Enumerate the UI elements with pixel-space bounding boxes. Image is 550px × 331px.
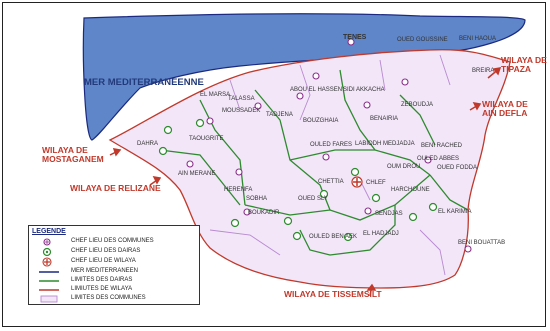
neighbor-tissemsilt: WILAYA DE TISSEMSILT	[284, 289, 382, 299]
commune-marker	[364, 207, 372, 215]
place-label: ABOU EL HASSEN	[290, 87, 343, 93]
daira-marker	[350, 167, 360, 177]
place-label: OULED FARES	[310, 142, 353, 148]
place-label: TAOUGRITE	[189, 136, 224, 142]
wilaya-capital-marker	[351, 176, 363, 188]
wilaya-symbol-icon	[42, 257, 52, 267]
legend-item: MER MEDITERRANEEN	[29, 267, 199, 277]
legend-title: LEGENDE	[32, 228, 66, 235]
neighbor-tipaza: WILAYA DE TIPAZA	[501, 55, 547, 74]
daira-marker	[283, 216, 293, 226]
legend-item-label: LIMITES DES COMMUNES	[71, 295, 146, 301]
place-label: EL MARSA	[200, 92, 231, 98]
commune-marker	[235, 168, 243, 176]
place-label: TADJENA	[266, 112, 293, 118]
commune-marker	[424, 156, 432, 164]
place-label: BENI RACHED	[421, 143, 463, 149]
daira-marker	[371, 193, 381, 203]
commune-marker	[186, 160, 194, 168]
legend-item: LIMIUTES DE WILAYA	[29, 285, 199, 295]
commune-marker	[312, 72, 320, 80]
daira-markers	[158, 118, 438, 242]
place-label: TENES	[343, 34, 367, 41]
daira-marker	[343, 232, 353, 242]
place-label: OULED ABBES	[417, 156, 460, 162]
sea-line-icon	[39, 271, 59, 273]
place-label: DAHRA	[137, 141, 159, 147]
commune-marker	[322, 153, 330, 161]
commune-marker	[347, 38, 355, 46]
commune-marker	[254, 102, 262, 110]
place-label: SENDJAS	[375, 211, 403, 217]
place-label: BOUKADIR	[248, 210, 280, 216]
commune-limits	[209, 54, 451, 276]
place-label: CHETTIA	[318, 179, 344, 185]
legend-item: LIMITES DES DAIRAS	[29, 276, 199, 286]
daira-marker	[408, 212, 418, 222]
commune-marker	[296, 92, 304, 100]
neighbor-mostaganem: WILAYA DE MOSTAGANEM	[42, 145, 104, 164]
daira-marker	[195, 118, 205, 128]
daira-marker	[158, 146, 168, 156]
place-label: BREIRA	[472, 68, 495, 74]
place-label: BOUZGHAIA	[303, 118, 339, 124]
legend-item-label: LIMIUTES DE WILAYA	[71, 286, 133, 292]
place-label: TALASSA	[228, 96, 255, 102]
place-label: SOBHA	[246, 196, 268, 202]
place-label: OUED FODDA	[437, 165, 478, 171]
sea-label: MER MEDITERRANEENNE	[84, 77, 204, 88]
place-label: SIDI AKKACHA	[343, 87, 385, 93]
place-label: ZEBOUDJA	[401, 102, 434, 108]
legend-item-label: LIMITES DES DAIRAS	[71, 277, 133, 283]
place-label: HARCHOUNE	[391, 187, 430, 193]
place-label: EL HADJADJ	[363, 231, 399, 237]
place-label: HERENFA	[224, 187, 253, 193]
daira-marker	[163, 125, 173, 135]
place-label: OULED BEN AEK	[309, 234, 358, 240]
legend-item-label: MER MEDITERRANEEN	[71, 268, 139, 274]
neighbor-relizane: WILAYA DE RELIZANE	[70, 183, 161, 193]
legend-item-label: CHEF LIEU DES COMMUNES	[71, 238, 154, 244]
wilaya-line-icon	[39, 289, 59, 291]
commune-marker	[464, 245, 472, 253]
legend-item: CHEF LIEU DES COMMUNES	[29, 237, 199, 247]
place-label: MOUSSADEK	[222, 108, 261, 114]
commune-markers	[186, 38, 472, 253]
legend-item: LIMITES DES COMMUNES	[29, 294, 199, 304]
place-label: AIN MERANE	[178, 171, 216, 177]
place-label: OUED SLY	[298, 196, 328, 202]
place-label: BENI BOUATTAB	[458, 240, 506, 246]
commune-marker	[363, 101, 371, 109]
commune-symbol-icon	[43, 238, 51, 246]
map-frame	[2, 2, 546, 327]
map-legend: LEGENDE CHEF LIEU DES COMMUNES CHEF LIEU…	[28, 225, 200, 305]
place-label: OUED GOUSSINE	[397, 37, 448, 43]
legend-item: CHEF LIEU DE WILAYA	[29, 257, 199, 267]
daira-limits	[159, 69, 469, 256]
neighbor-ain-defla: WILAYA DE AIN DEFLA	[482, 99, 528, 118]
wilaya-territory	[108, 49, 511, 289]
daira-marker	[319, 189, 329, 199]
place-label: BENAIRIA	[370, 116, 399, 122]
daira-line-icon	[39, 280, 59, 282]
place-label: EL KARIMIA	[438, 209, 472, 215]
commune-marker	[401, 78, 409, 86]
neighbor-arrows	[109, 67, 502, 297]
place-label: LABIODH MEDJADJA	[355, 141, 415, 147]
commune-marker	[206, 117, 214, 125]
commune-marker	[243, 208, 251, 216]
commune-line-icon	[40, 295, 58, 303]
place-label: CHLEF	[366, 180, 386, 186]
legend-item-label: CHEF LIEU DE WILAYA	[71, 258, 136, 264]
legend-item: CHEF LIEU DES DAIRAS	[29, 247, 199, 257]
daira-marker	[428, 202, 438, 212]
place-label: OUM DROU	[387, 164, 421, 170]
daira-symbol-icon	[42, 247, 52, 257]
daira-marker	[230, 218, 240, 228]
legend-item-label: CHEF LIEU DES DAIRAS	[71, 248, 141, 254]
daira-marker	[292, 231, 302, 241]
place-label: BENI HAOUA	[459, 36, 497, 42]
